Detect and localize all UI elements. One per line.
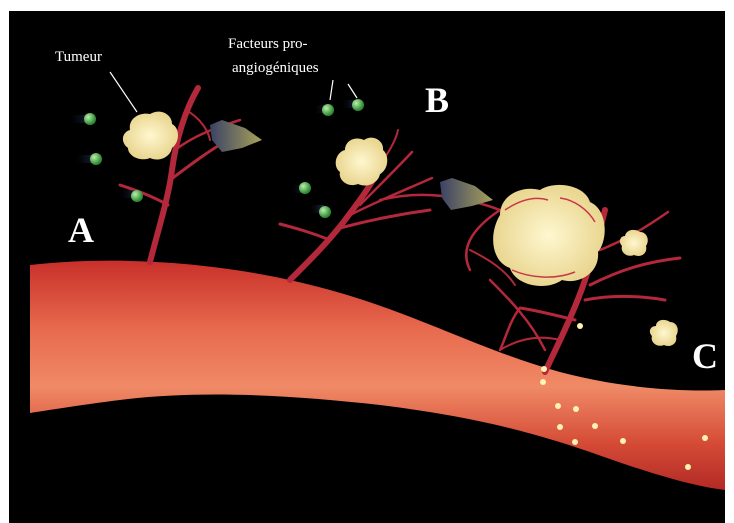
stage-a-label: A <box>68 210 94 250</box>
tumor-label: Tumeur <box>55 49 102 65</box>
factors-label-line2: angiogéniques <box>232 60 319 76</box>
stage-b-label: B <box>425 80 449 120</box>
factors-label-line1: Facteurs pro- <box>228 36 308 52</box>
stage-c-label: C <box>692 336 718 376</box>
